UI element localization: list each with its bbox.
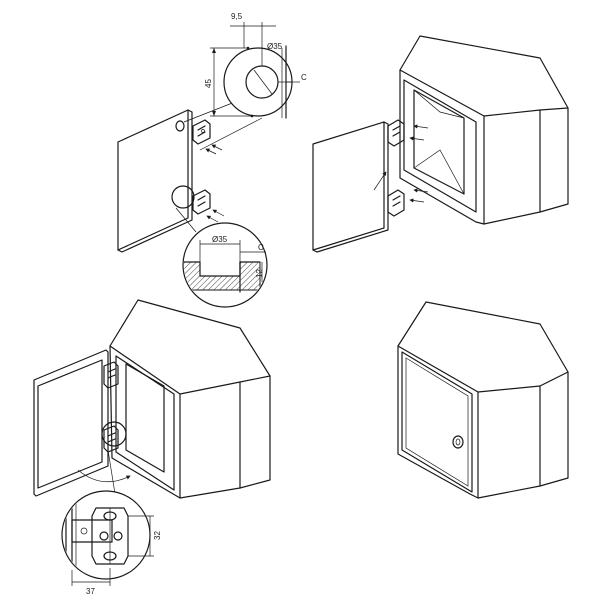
dim-plate-offset-37: 37 xyxy=(86,587,95,596)
panel-closed-cabinet xyxy=(397,301,569,499)
dim-cup-diameter-top: Ø35 xyxy=(267,42,283,51)
detail-mounting-plate xyxy=(61,490,154,586)
dim-vertical-45: 45 xyxy=(204,79,213,88)
lock-icon xyxy=(452,435,464,449)
detail-circle-lower xyxy=(171,185,195,209)
dim-plate-height-32: 32 xyxy=(153,531,162,540)
hinge-top xyxy=(192,119,211,145)
panel-adjust-hinge: 32 37 xyxy=(33,299,271,596)
hinge-bottom-3 xyxy=(103,425,119,453)
dim-clearance-top: C xyxy=(301,73,307,82)
panel-door-drilling: 9,5 Ø35 45 C Ø35 C 12 xyxy=(117,12,307,308)
detail-circle-hinge-3 xyxy=(101,421,127,447)
dim-clearance-section: C xyxy=(258,243,264,252)
dim-cup-diameter-section: Ø35 xyxy=(212,235,228,244)
door-open-3 xyxy=(33,349,109,497)
hinge-bottom xyxy=(192,189,211,215)
detail-cup-top xyxy=(210,22,300,119)
hinge-bottom-2 xyxy=(387,189,405,217)
panel-attach-door xyxy=(312,35,569,253)
dim-offset-9-5: 9,5 xyxy=(231,12,243,21)
door-closed-4 xyxy=(401,351,473,493)
hinge-top-3 xyxy=(103,361,119,389)
door-slab-2 xyxy=(312,121,389,253)
dim-depth-12: 12 xyxy=(255,269,264,278)
hinge-top-2 xyxy=(387,119,405,147)
detail-cup-section xyxy=(182,222,268,308)
cup-hole-top xyxy=(175,120,185,132)
cabinet-body-3 xyxy=(109,299,271,499)
